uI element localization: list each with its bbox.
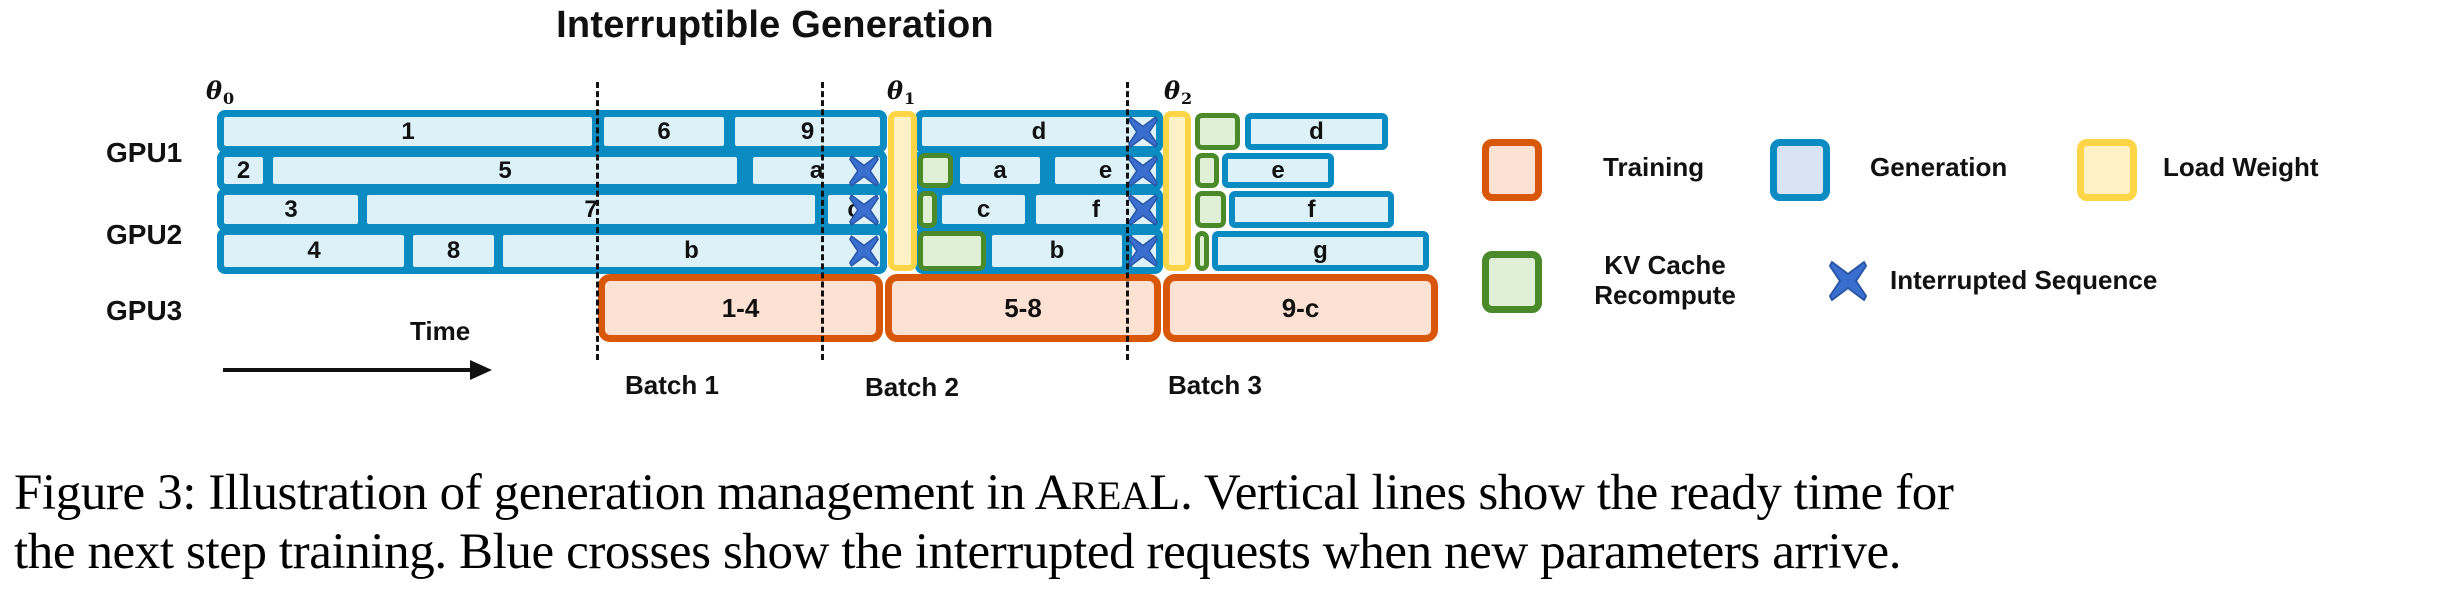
kv-cache-recompute-block	[918, 231, 986, 271]
legend-kv-cache-label: KV Cache Recompute	[1580, 250, 1750, 310]
generation-block: 5	[269, 153, 741, 188]
interrupted-cross-icon	[1128, 154, 1158, 187]
diagram-title: Interruptible Generation	[556, 4, 994, 46]
legend-kv-cache-label-line1: KV Cache	[1604, 250, 1726, 280]
generation-block: 2	[220, 153, 267, 188]
generation-block: e	[1222, 153, 1334, 188]
training-block: 9-c	[1163, 274, 1438, 342]
figure-caption-line1: Figure 3: Illustration of generation man…	[14, 464, 1954, 522]
training-block-label: 9-c	[1281, 292, 1320, 323]
generation-block-label: f	[1307, 195, 1316, 223]
generation-block-label: e	[1271, 156, 1285, 184]
training-block: 5-8	[885, 274, 1161, 342]
training-block: 1-4	[598, 274, 883, 342]
generation-block: 4	[220, 231, 408, 271]
interrupted-cross-icon	[849, 154, 879, 187]
generation-block-label: 4	[307, 237, 321, 264]
generation-block: d	[1245, 113, 1388, 150]
generation-block: b	[988, 231, 1126, 271]
generation-block-label: 9	[800, 117, 815, 145]
generation-block-label: g	[1313, 237, 1328, 264]
caption-text: Figure 3: Illustration of generation man…	[14, 465, 1035, 521]
figure-caption-line2: the next step training. Blue crosses sho…	[14, 524, 1902, 580]
generation-block: c	[938, 191, 1029, 228]
training-block-label: 5-8	[1004, 292, 1042, 323]
ready-time-line-1	[596, 82, 599, 360]
theta-0-label: θ0	[206, 76, 235, 108]
batch-2-label: Batch 2	[865, 372, 959, 402]
theta-1-label: θ1	[887, 76, 916, 108]
kv-cache-recompute-block	[1195, 113, 1240, 150]
gpu2-label: GPU2	[106, 219, 183, 250]
generation-block: f	[1229, 191, 1394, 228]
generation-block-label: c	[976, 195, 991, 223]
interrupted-cross-icon	[1128, 235, 1158, 267]
load-weight-block-theta2	[1163, 111, 1191, 271]
training-block-label: 1-4	[721, 292, 760, 323]
theta-2-label: θ2	[1164, 76, 1193, 108]
generation-block-label: 2	[236, 156, 251, 184]
batch-3-label: Batch 3	[1168, 370, 1262, 400]
legend-interrupted-label: Interrupted Sequence	[1890, 265, 2158, 295]
generation-block-label: 3	[284, 195, 298, 223]
generation-block-label: d	[1309, 117, 1324, 145]
generation-block-label: d	[1031, 117, 1047, 145]
generation-block: 1	[220, 113, 596, 150]
batch-1-label: Batch 1	[625, 370, 719, 400]
time-axis-label: Time	[410, 316, 471, 346]
generation-block: 8	[409, 231, 498, 271]
generation-block-label: 7	[584, 195, 598, 223]
generation-block: 9	[731, 113, 884, 150]
interrupted-cross-icon	[1128, 193, 1158, 226]
interrupted-cross-icon	[1829, 261, 1867, 301]
legend-kv-cache-label-line2: Recompute	[1594, 280, 1736, 310]
interrupted-cross-icon	[849, 235, 879, 267]
generation-block-label: b	[684, 237, 699, 264]
generation-block: d	[918, 113, 1160, 150]
kv-cache-recompute-block	[918, 191, 937, 228]
generation-block-label: a	[993, 156, 1007, 184]
legend-load-weight-label: Load Weight	[2163, 152, 2319, 182]
generation-block: b	[499, 231, 884, 271]
generation-block: a	[956, 153, 1044, 188]
legend-kv-cache-swatch	[1482, 251, 1542, 313]
legend-training-label: Training	[1603, 152, 1705, 182]
generation-block-label: e	[1098, 156, 1113, 184]
legend-load-weight-swatch	[2077, 139, 2137, 201]
legend-generation-swatch	[1770, 139, 1830, 201]
gpu3-label: GPU3	[106, 295, 183, 326]
generation-block: 6	[600, 113, 728, 150]
ready-time-line-2	[821, 82, 824, 360]
load-weight-block-theta1	[888, 111, 917, 271]
kv-cache-recompute-block	[1195, 191, 1226, 228]
kv-cache-recompute-block	[1195, 231, 1209, 271]
generation-block-label: f	[1092, 195, 1100, 223]
legend-generation-label: Generation	[1870, 152, 2008, 182]
generation-block: g	[1212, 231, 1429, 271]
time-arrow-head-icon	[470, 360, 492, 380]
generation-block-label: b	[1049, 237, 1065, 264]
time-arrow-line	[223, 368, 473, 372]
generation-block-label: 5	[498, 156, 512, 184]
generation-block-label: 6	[657, 117, 671, 145]
generation-block: 3	[220, 191, 362, 228]
generation-block-label: a	[809, 156, 824, 184]
kv-cache-recompute-block	[918, 153, 953, 188]
interrupted-cross-icon	[849, 193, 879, 226]
legend-training-swatch	[1482, 139, 1542, 201]
generation-block-label: 8	[446, 237, 461, 264]
ready-time-line-3	[1126, 82, 1129, 360]
system-name: AREAL	[1034, 465, 1181, 521]
interrupted-cross-icon	[1128, 115, 1158, 148]
generation-block: 7	[363, 191, 819, 228]
kv-cache-recompute-block	[1195, 153, 1219, 188]
caption-text: . Vertical lines show the ready time for	[1180, 465, 1954, 521]
generation-block-label: 1	[401, 117, 415, 145]
gpu1-label: GPU1	[106, 137, 183, 168]
